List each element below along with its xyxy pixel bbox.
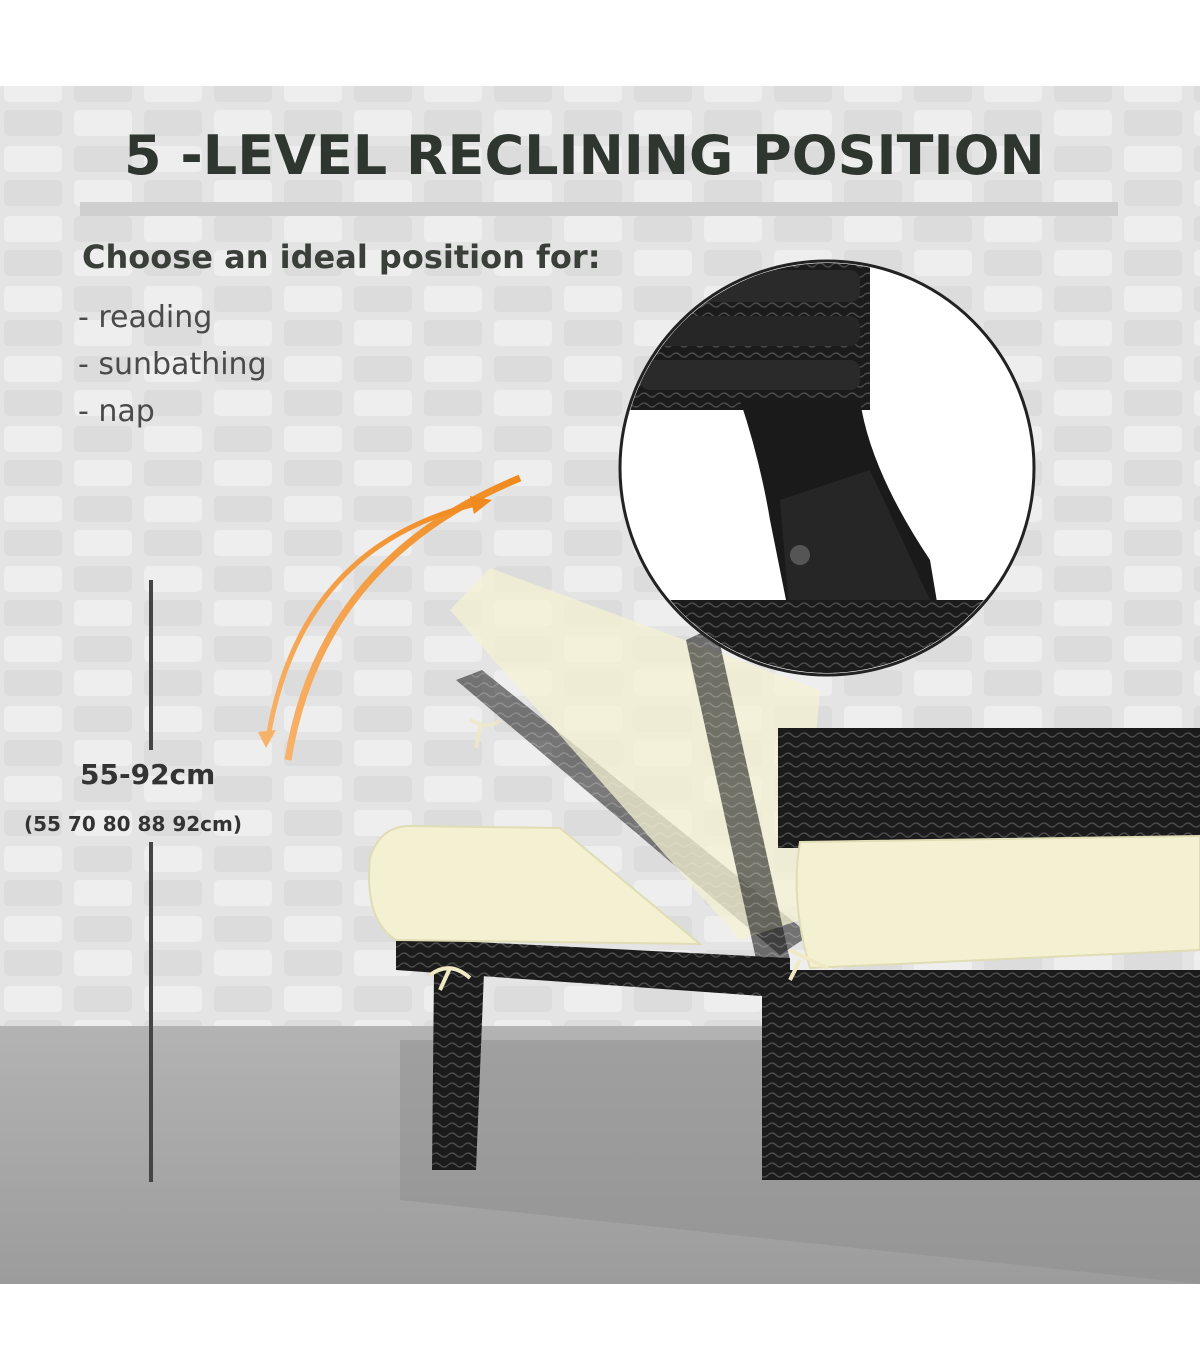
cushion-tie-rear bbox=[788, 948, 829, 981]
front-leg bbox=[432, 972, 484, 1170]
use-item-sunbathing: - sunbathing bbox=[78, 347, 267, 382]
use-item-nap: - nap bbox=[78, 394, 155, 429]
intro-heading: Choose an ideal position for: bbox=[82, 238, 601, 276]
height-ruler-bottom bbox=[149, 842, 153, 1182]
cushion-tie-back bbox=[469, 718, 502, 749]
page-title: 5 -LEVEL RECLINING POSITION bbox=[124, 124, 1045, 187]
recline-arrow-outer bbox=[284, 474, 522, 761]
rear-cushion bbox=[795, 834, 1200, 970]
use-list: - reading - sunbathing - nap bbox=[78, 296, 267, 437]
height-range-label: 55-92cm bbox=[80, 758, 216, 791]
recline-arrow-inner bbox=[265, 500, 481, 739]
use-item-reading: - reading bbox=[78, 300, 213, 335]
arrow-head-down bbox=[258, 730, 276, 748]
rear-base bbox=[762, 970, 1200, 1180]
cushion-tie-front bbox=[428, 966, 472, 991]
leg-rest-frame bbox=[396, 938, 790, 998]
title-underline bbox=[80, 202, 1118, 216]
backrest-frame-raised bbox=[686, 626, 790, 968]
arrow-head-up bbox=[470, 496, 492, 514]
height-ruler-top bbox=[149, 580, 153, 750]
front-cushion bbox=[368, 824, 703, 946]
height-levels-label: (55 70 80 88 92cm) bbox=[24, 812, 242, 836]
backrest-cushion-raised bbox=[450, 568, 820, 940]
rear-backrest bbox=[778, 728, 1200, 848]
